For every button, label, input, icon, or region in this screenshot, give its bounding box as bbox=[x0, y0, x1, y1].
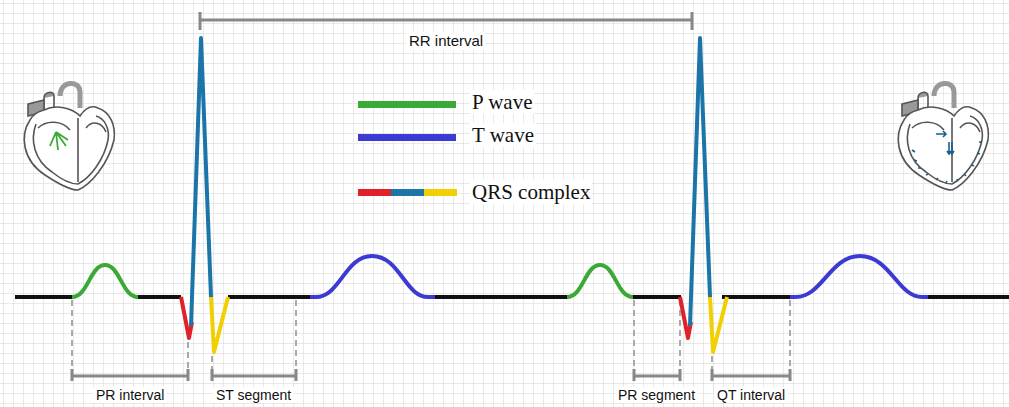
heart-left bbox=[24, 83, 114, 190]
qrs-legend-sample bbox=[358, 189, 457, 196]
heart-right bbox=[898, 83, 988, 190]
st-segment-label: ST segment bbox=[213, 387, 294, 403]
ventricular-activation-arrows bbox=[912, 131, 982, 183]
pr-interval-label: PR interval bbox=[93, 387, 167, 403]
legend-text: QRS complex bbox=[470, 180, 592, 204]
interval-brackets bbox=[72, 369, 790, 381]
pr-segment-label: PR segment bbox=[615, 387, 698, 403]
ecg-trace bbox=[15, 38, 1009, 352]
legend-text: P wave bbox=[470, 90, 534, 114]
legend-swatch bbox=[358, 101, 456, 108]
rr-interval-label: RR interval bbox=[406, 32, 486, 50]
legend-swatch bbox=[358, 134, 456, 141]
rr-bracket bbox=[200, 12, 692, 30]
atrial-activation-arrows bbox=[50, 132, 68, 150]
qt-interval-label: QT interval bbox=[714, 387, 788, 403]
legend-text: T wave bbox=[470, 123, 536, 147]
